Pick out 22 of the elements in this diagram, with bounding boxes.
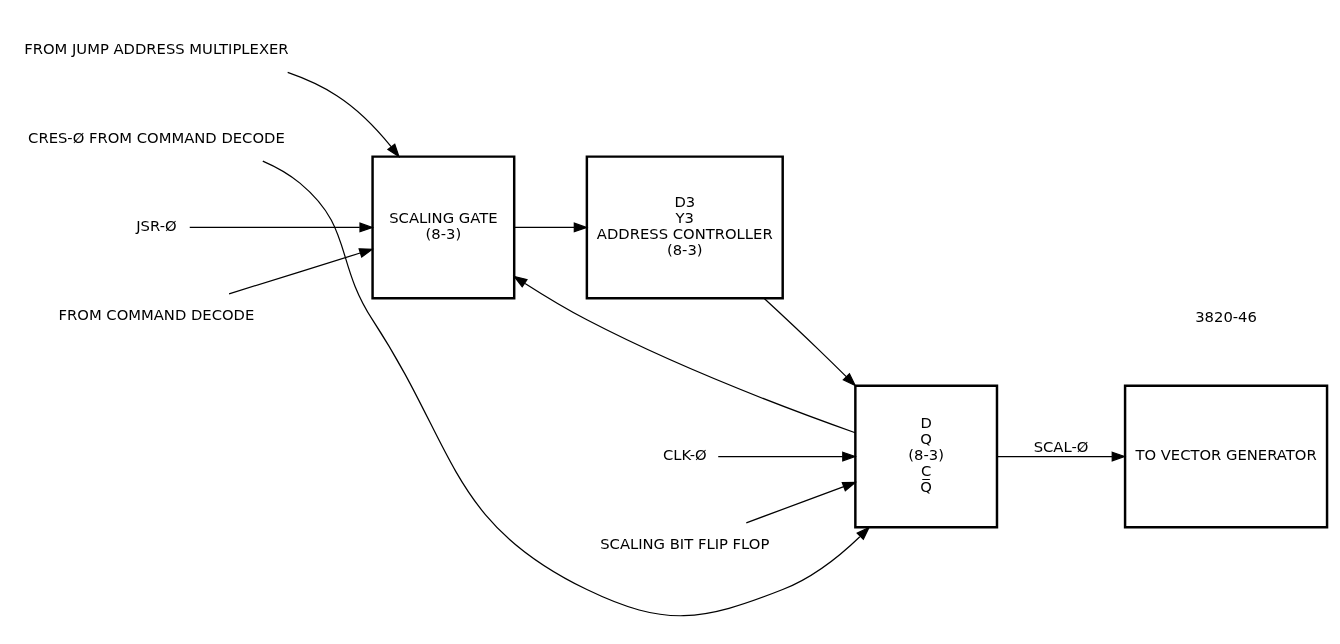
node-text: FROM JUMP ADDRESS MULTIPLEXER	[24, 39, 289, 57]
node-text: CLK-Ø	[662, 446, 707, 464]
arrow	[262, 160, 871, 617]
edge-label: SCAL-Ø	[1033, 438, 1089, 456]
arrow	[228, 248, 374, 295]
node-text: JSR-Ø	[136, 217, 177, 235]
arrow	[513, 222, 589, 233]
arrow	[745, 481, 858, 524]
node-box: D Q (8-3) C Q̅	[854, 384, 999, 529]
node-box: D3 Y3 ADDRESS CONTROLLER (8-3)	[585, 155, 784, 300]
node-text: CRES-Ø FROM COMMAND DECODE	[28, 128, 285, 146]
node-text: FROM COMMAND DECODE	[58, 305, 255, 323]
arrow	[717, 451, 857, 462]
arrow	[996, 451, 1127, 462]
node-text: SCALING BIT FLIP FLOP	[600, 535, 770, 553]
node-box: TO VECTOR GENERATOR	[1123, 384, 1329, 529]
arrow	[512, 275, 856, 434]
label: 3820-46	[1195, 308, 1257, 326]
arrow	[189, 222, 375, 233]
arrow	[763, 297, 857, 387]
node-box: SCALING GATE (8-3)	[371, 155, 516, 300]
arrow	[287, 71, 401, 159]
